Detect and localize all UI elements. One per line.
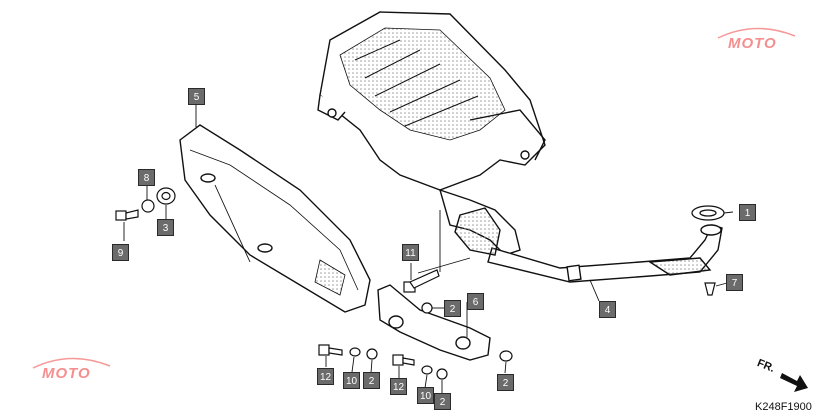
bolt-11-shank-icon [409,269,440,289]
bolt-9-head-icon [115,210,127,221]
nut-2b-icon [366,348,378,360]
callout-12-right: 12 [390,378,407,395]
callout-1: 1 [739,204,756,221]
bolt-9-shank-icon [125,209,139,220]
exhaust-protector [377,284,491,361]
leader-lines [123,105,734,393]
callout-8: 8 [138,169,155,186]
drawing-code: K248F1900 [755,401,812,413]
callout-12-left: 12 [317,368,334,385]
callout-2-left: 2 [363,372,380,389]
callout-2-right: 2 [497,374,514,391]
bolt-12a-head-icon [318,344,330,356]
front-direction-arrow-icon [780,373,808,392]
watermark-top-right: MOTO [728,35,777,52]
collar-8-icon [141,199,155,213]
callout-9: 9 [112,244,129,261]
engine-housing [317,11,546,256]
callout-10-left: 10 [343,372,360,389]
nut-2c-icon [436,368,448,380]
watermark-bottom-left: MOTO [42,365,91,382]
heat-shield [179,124,371,313]
callout-2-bottom: 2 [434,393,451,410]
exhaust-pipe [454,207,723,283]
bolt-12b-head-icon [392,354,404,366]
gasket-ring [691,205,725,221]
callout-3: 3 [157,219,174,236]
nut-2d-icon [499,350,513,362]
callout-11: 11 [402,244,419,261]
bolt-7-icon [704,282,716,296]
callout-6: 6 [467,293,484,310]
callout-10-right: 10 [417,387,434,404]
nut-2a-icon [421,302,433,314]
callout-7: 7 [726,274,743,291]
callout-5: 5 [188,88,205,105]
watermark-swoosh-icon [717,27,796,39]
callout-4: 4 [599,301,616,318]
fasteners [115,187,716,380]
washer-10b-icon [421,365,433,375]
callout-2-upper: 2 [444,300,461,317]
washer-10a-icon [349,347,361,357]
